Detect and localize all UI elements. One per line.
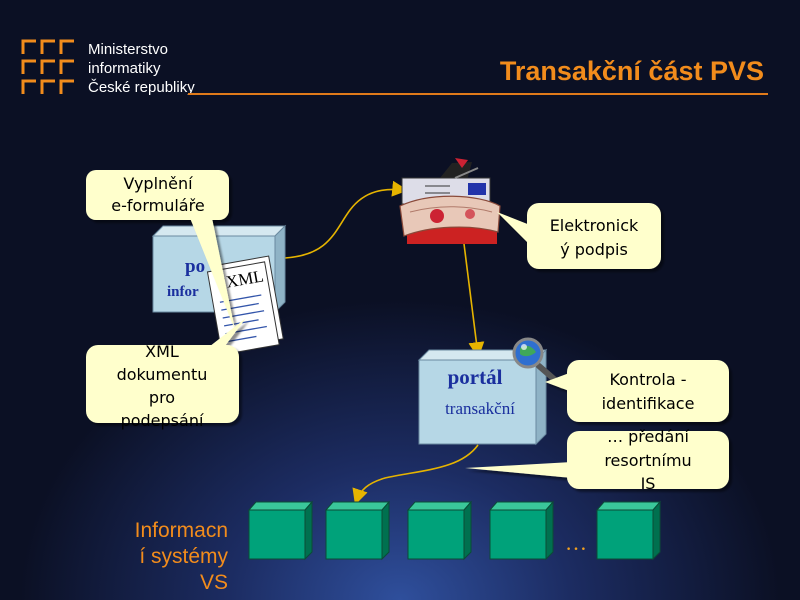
bubble-electronic-signature-line: Elektronick [550,216,639,235]
ministry-name-line: České republiky [88,79,195,96]
information-systems-label-line: í systémy [139,545,228,568]
bubble-form-filling [86,170,235,330]
bubble-electronic-signature [497,203,661,269]
ministry-logo: Ministerstvo informatiky České republiky [20,38,195,100]
is-cube [488,500,555,561]
information-systems-label-line: Informacn [134,519,228,542]
ministry-name: Ministerstvo informatiky České republiky [88,40,195,97]
bubble-control-line: Kontrola - [609,370,686,389]
bubble-xml-document-line: podepsání [121,411,204,430]
ministry-logo-icon [21,39,74,94]
information-systems-label: Informacn í systémy VS [135,518,228,596]
is-cube [324,500,391,561]
portal-information-subtitle: infor [167,284,199,300]
arrow-form-to-signature [284,180,409,259]
ministry-name-line: Ministerstvo [88,41,169,58]
portal-transaction-title: portál [448,365,503,389]
bubble-handover-line: resortnímu [604,451,691,470]
is-cube [595,500,662,561]
bubble-xml-document-line: pro [149,388,175,407]
bubble-xml-document [86,318,246,423]
bubble-form-filling-line: Vyplnění [123,174,193,193]
is-cube [406,500,473,561]
title-rule [188,93,768,95]
bubble-handover-line: … předání [607,427,689,446]
bubble-handover-line: IS [641,474,656,493]
portal-information-title: po [185,256,205,277]
is-cube [247,500,314,561]
bubble-control-line: identifikace [602,394,695,413]
signing-person-icon [399,158,501,244]
portal-transaction-box: portál transakční [417,348,548,446]
xml-document-icon: <XML [206,255,284,356]
arrow-signature-to-portal [461,227,485,359]
slide-title: Transakční část PVS [499,56,764,86]
bubble-handover [465,431,729,489]
bubble-control [545,360,729,422]
arrow-portal-to-is [352,444,479,506]
bubble-xml-document-line: XML [145,342,179,361]
more-systems-ellipsis: … [565,530,587,555]
portal-transaction-subtitle: transakční [445,399,515,418]
ministry-name-line: informatiky [88,60,161,77]
bubble-electronic-signature-line: ý podpis [560,240,628,259]
bubble-xml-document-line: dokumentu [117,365,208,384]
bubble-form-filling-line: e-formuláře [111,196,204,215]
information-systems-label-line: VS [199,571,228,594]
